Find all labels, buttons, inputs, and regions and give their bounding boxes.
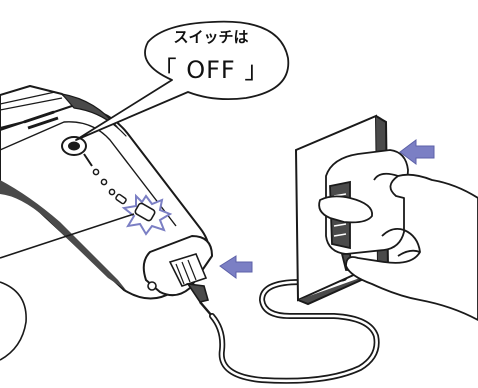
- arrow-left-icon: [220, 256, 252, 278]
- power-cord: [212, 270, 377, 381]
- callout-line-2: 「 OFF 」: [146, 50, 276, 85]
- partial-callout-bubble: [0, 282, 26, 360]
- callout-line-1: スイッチは: [146, 26, 276, 47]
